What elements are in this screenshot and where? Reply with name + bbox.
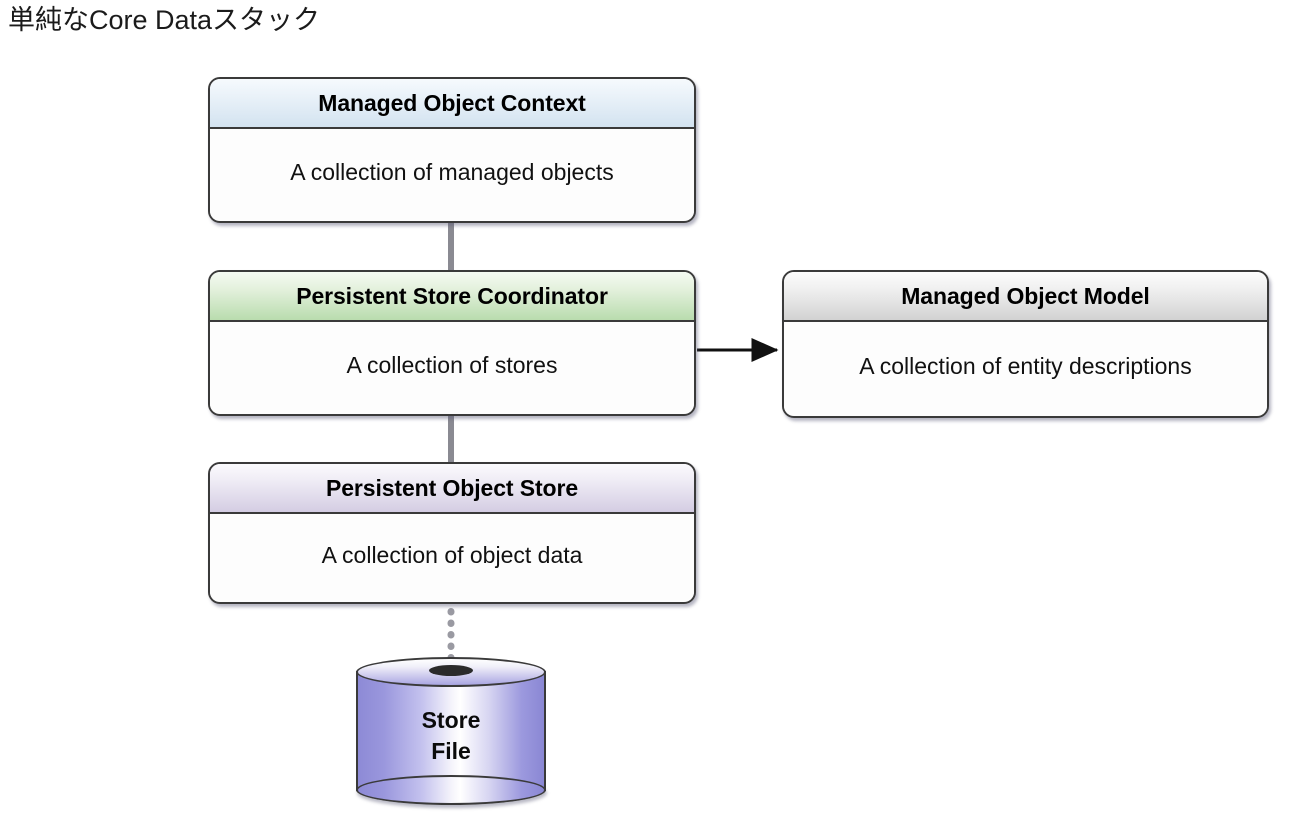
store-file-cylinder[interactable]: Store File xyxy=(356,657,546,805)
node-managed-object-context[interactable]: Managed Object Context A collection of m… xyxy=(208,77,696,223)
node-managed-object-model[interactable]: Managed Object Model A collection of ent… xyxy=(782,270,1269,418)
cylinder-bottom-ellipse xyxy=(356,775,546,805)
node-body-managed-object-context: A collection of managed objects xyxy=(210,129,694,219)
node-persistent-store-coordinator[interactable]: Persistent Store Coordinator A collectio… xyxy=(208,270,696,416)
node-body-persistent-store-coordinator: A collection of stores xyxy=(210,322,694,412)
node-header-persistent-object-store: Persistent Object Store xyxy=(210,464,694,514)
cylinder-body xyxy=(356,671,546,791)
store-file-label-line2: File xyxy=(431,738,471,764)
node-persistent-object-store[interactable]: Persistent Object Store A collection of … xyxy=(208,462,696,604)
page-title: 単純なCore Dataスタック xyxy=(8,5,321,35)
cylinder-hole-icon xyxy=(429,665,473,676)
node-header-persistent-store-coordinator: Persistent Store Coordinator xyxy=(210,272,694,322)
node-body-managed-object-model: A collection of entity descriptions xyxy=(784,322,1267,414)
node-body-persistent-object-store: A collection of object data xyxy=(210,514,694,600)
store-file-label: Store File xyxy=(356,657,546,805)
node-header-managed-object-model: Managed Object Model xyxy=(784,272,1267,322)
node-header-managed-object-context: Managed Object Context xyxy=(210,79,694,129)
store-file-label-line1: Store xyxy=(421,706,481,733)
